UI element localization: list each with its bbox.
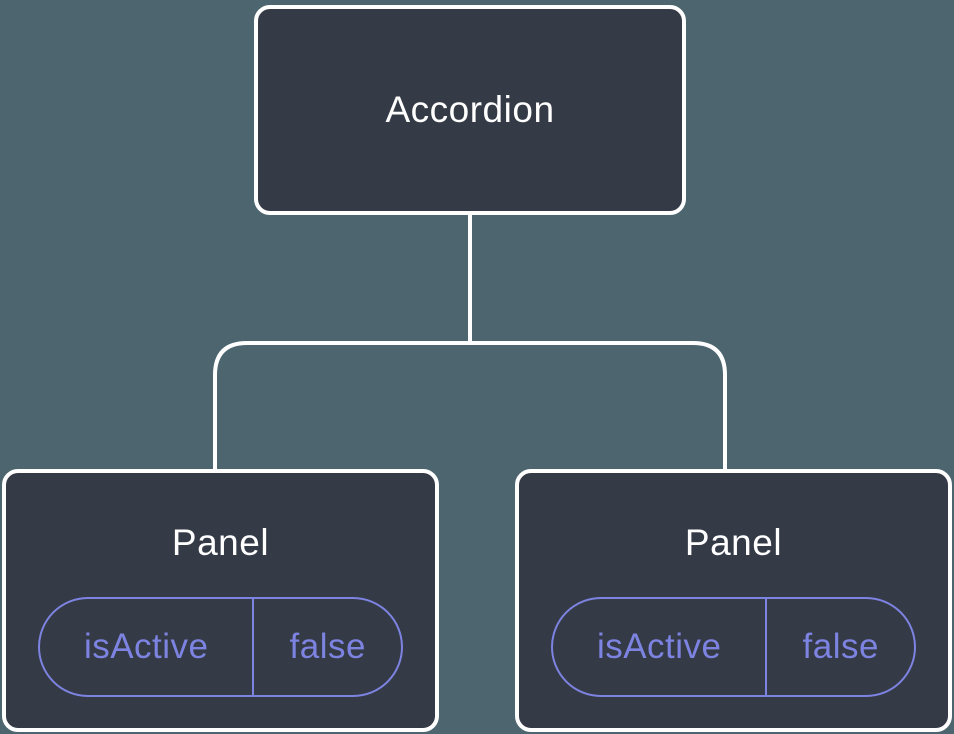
state-value-label: false: [802, 627, 879, 666]
panel-node-label: Panel: [684, 522, 783, 563]
state-key-label: isActive: [553, 599, 768, 695]
connector-bracket: [213, 341, 727, 470]
root-node-accordion: Accordion: [254, 5, 686, 215]
state-pill: isActive false: [551, 597, 916, 697]
child-node-panel-1: Panel isActive false: [2, 469, 439, 732]
child-node-panel-2: Panel isActive false: [515, 469, 952, 732]
state-value-label: false: [289, 627, 366, 666]
state-pill: isActive false: [38, 597, 403, 697]
state-key-label: isActive: [40, 599, 255, 695]
panel-node-label: Panel: [171, 522, 270, 563]
root-node-label: Accordion: [385, 89, 555, 130]
